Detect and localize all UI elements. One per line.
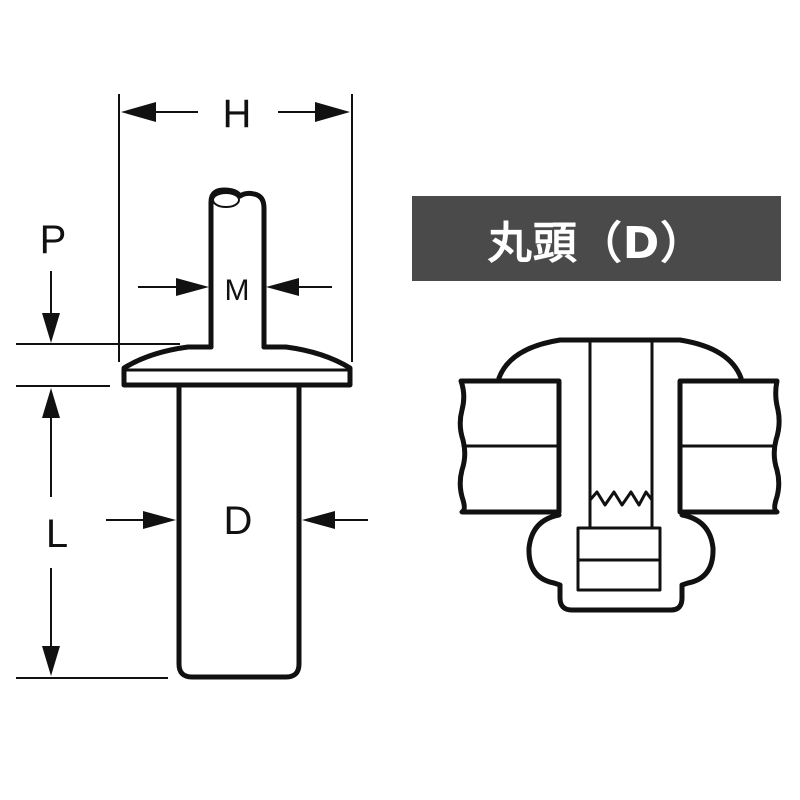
h-arrow-left-icon	[121, 102, 156, 122]
label-p: P	[40, 218, 67, 262]
right-plate	[677, 378, 782, 515]
section-rivet-head-dome	[496, 337, 744, 381]
label-l: L	[46, 512, 68, 556]
h-arrow-right-icon	[315, 102, 350, 122]
p-arrow-down-icon	[42, 313, 60, 343]
mandrel-stem	[208, 187, 267, 350]
section-view	[457, 337, 782, 613]
rivet-head	[121, 344, 353, 388]
d-arrow-right-icon	[302, 511, 335, 529]
section-rivet-upset-tail	[526, 512, 716, 613]
label-d: D	[224, 499, 253, 543]
left-plate	[457, 378, 562, 515]
d-arrow-left-icon	[143, 511, 176, 529]
label-m: M	[225, 274, 250, 307]
mandrel-break-zigzag	[588, 490, 654, 507]
mandrel-break-ellipse	[212, 192, 240, 208]
l-arrow-down-icon	[42, 646, 60, 676]
rivet-body	[176, 384, 302, 680]
title-banner: 丸頭（D）	[412, 196, 781, 281]
l-arrow-up-icon	[42, 388, 60, 418]
m-arrow-left-icon	[176, 278, 209, 296]
side-view: H M P L D	[16, 92, 368, 680]
title-text: 丸頭（D）	[487, 217, 706, 269]
label-h: H	[223, 92, 252, 136]
m-arrow-right-icon	[266, 278, 299, 296]
